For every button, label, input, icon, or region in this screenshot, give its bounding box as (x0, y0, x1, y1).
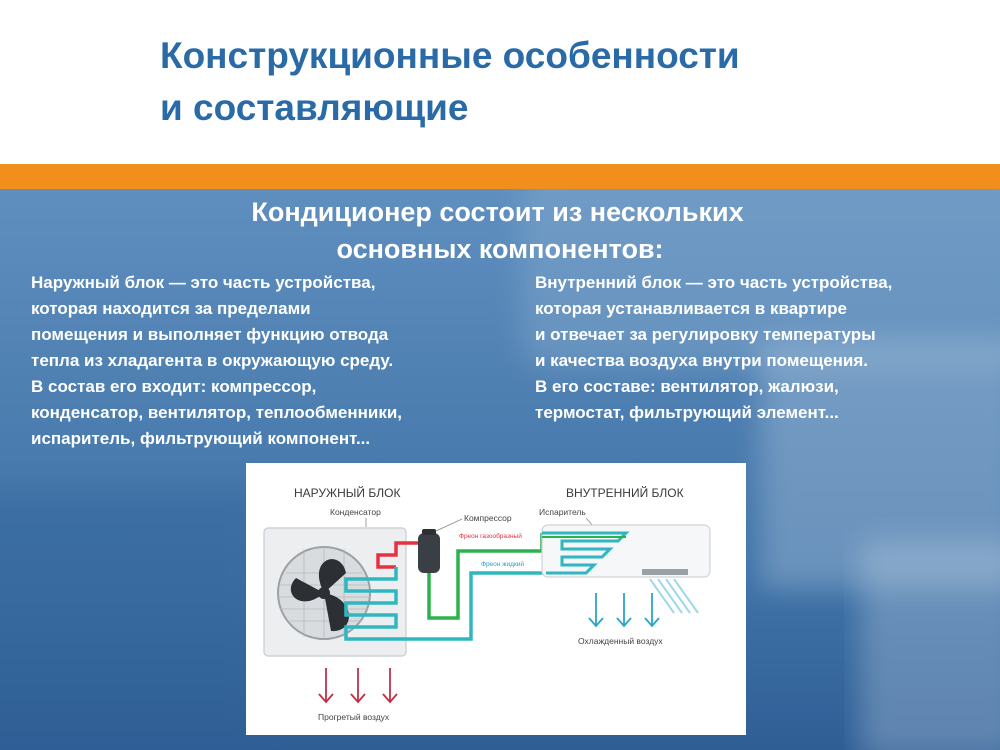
indoor-desc-line: и качества воздуха внутри помещения. (535, 351, 869, 370)
evaporator-coil (542, 531, 630, 575)
outdoor-unit-description: Наружный блок — это часть устройства, ко… (31, 270, 402, 452)
indoor-louver (642, 569, 688, 575)
slide-title-line-1: Конструкционные особенности (160, 35, 740, 76)
slide-header: Конструкционные особенности и составляющ… (0, 0, 1000, 164)
indoor-desc-line: термостат, фильтрующий элемент... (535, 403, 839, 422)
indoor-unit-label: ВНУТРЕННИЙ БЛОК (566, 485, 684, 500)
outdoor-desc-line: конденсатор, вентилятор, теплообменники, (31, 403, 403, 422)
gas-pipe (427, 533, 544, 620)
outdoor-desc-line: помещения и выполняет функцию отвода (31, 325, 389, 344)
compressor-leader (435, 518, 463, 532)
condenser-label: Конденсатор (330, 507, 381, 517)
compressor-icon (418, 533, 440, 573)
outdoor-desc-line: Наружный блок — это часть устройства, (31, 273, 376, 292)
outdoor-desc-line: В состав его входит: компрессор, (31, 377, 317, 396)
indoor-desc-line: Внутренний блок — это часть устройства, (535, 273, 893, 292)
indoor-desc-line: и отвечает за регулировку температуры (535, 325, 876, 344)
outdoor-unit-label: НАРУЖНЫЙ БЛОК (294, 485, 400, 500)
outdoor-desc-line: которая находится за пределами (31, 299, 311, 318)
ac-diagram: НАРУЖНЫЙ БЛОК ВНУТРЕННИЙ БЛОК Конденсато… (246, 463, 746, 735)
outdoor-desc-line: тепла из хладагента в окружающую среду. (31, 351, 394, 370)
slide-subtitle-line-1: Кондиционер состоит из нескольких (251, 197, 744, 227)
slide-title-line-2: и составляющие (160, 87, 469, 128)
condenser-coil (344, 567, 406, 641)
heated-air-label: Прогретый воздух (318, 712, 390, 722)
fan-blades-icon (290, 559, 349, 632)
cooled-air-label: Охлажденный воздух (578, 636, 663, 646)
hot-pipe (376, 541, 418, 569)
orange-divider (0, 164, 1000, 189)
ac-diagram-svg: НАРУЖНЫЙ БЛОК ВНУТРЕННИЙ БЛОК Конденсато… (263, 485, 711, 722)
heated-air-arrows (318, 668, 398, 704)
compressor-label: Компрессор (464, 513, 512, 523)
air-stream (649, 578, 699, 614)
slide-subtitle: Кондиционер состоит из нескольких основн… (0, 194, 1000, 268)
evaporator-label: Испаритель (539, 507, 586, 517)
indoor-desc-line: В его составе: вентилятор, жалюзи, (535, 377, 839, 396)
slide-title: Конструкционные особенности и составляющ… (160, 30, 740, 134)
cooled-air-arrows (588, 593, 660, 628)
indoor-desc-line: которая устанавливается в квартире (535, 299, 847, 318)
liquid-freon-label: Фреон жидкий (481, 560, 524, 568)
gas-freon-label: Фреон газообразный (459, 532, 522, 540)
slide-subtitle-line-2: основных компонентов: (336, 234, 664, 264)
indoor-unit-description: Внутренний блок — это часть устройства, … (535, 270, 892, 426)
outdoor-desc-line: испаритель, фильтрующий компонент... (31, 429, 371, 448)
